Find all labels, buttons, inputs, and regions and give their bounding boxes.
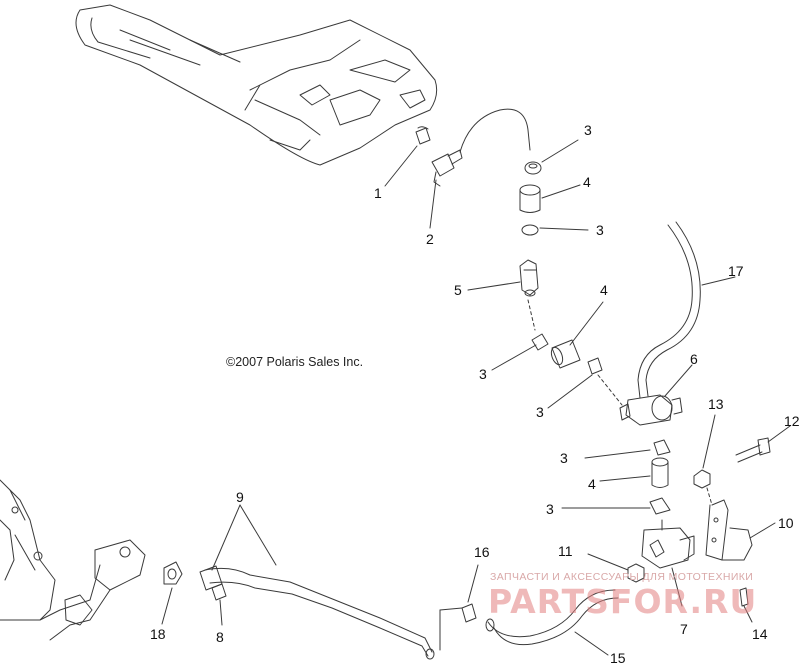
callout-16: 16 <box>474 544 490 560</box>
callout-7: 7 <box>680 621 688 637</box>
part-4-hose-mid <box>550 339 581 369</box>
callout-18: 18 <box>150 626 166 642</box>
part-12-bolt <box>735 437 771 463</box>
callout-1: 1 <box>374 185 382 201</box>
part-5-valve <box>519 259 539 297</box>
callout-6: 6 <box>690 351 698 367</box>
part-18-nut <box>163 561 183 585</box>
part-3-clamp-right <box>587 357 603 375</box>
callout-15: 15 <box>610 650 626 666</box>
watermark-brand: PARTSFOR.RU <box>488 582 758 621</box>
callout-11: 11 <box>558 543 573 559</box>
engine-drawing <box>0 479 146 641</box>
part-3-clamp-left <box>531 333 549 351</box>
callout-3-bottom: 3 <box>546 501 554 517</box>
callout-3-mid: 3 <box>596 222 604 238</box>
part-4-hose-top <box>519 184 541 213</box>
part-13-nut <box>693 469 711 489</box>
callout-9: 9 <box>236 489 244 505</box>
callout-5: 5 <box>454 282 462 298</box>
part-7-solenoid <box>641 519 695 569</box>
part-3-clamp-bottom <box>649 497 671 515</box>
part-3-clamp-lower <box>653 439 671 456</box>
part-3-clamp-top <box>524 161 542 175</box>
copyright-text: ©2007 Polaris Sales Inc. <box>226 355 364 369</box>
part-17-hose <box>637 224 693 399</box>
callout-14: 14 <box>752 626 768 642</box>
part-16-clamp <box>461 603 477 623</box>
callout-4-mid: 4 <box>600 282 608 298</box>
callout-4-lower: 4 <box>588 476 596 492</box>
fuel-tank-drawing <box>75 4 438 166</box>
part-1-grommet <box>415 126 431 145</box>
part-3-clamp-mid <box>521 224 539 236</box>
part-14-bolt <box>739 587 749 607</box>
watermark-tagline: ЗАПЧАСТИ И АКСЕССУАРЫ ДЛЯ МОТОТЕХНИКИ <box>490 571 754 583</box>
part-6-valve <box>619 394 683 426</box>
callout-3-right: 3 <box>536 404 544 420</box>
callout-3-left: 3 <box>479 366 487 382</box>
part-4-hose-lower <box>651 457 669 488</box>
callout-4-top: 4 <box>583 174 591 190</box>
callout-3-lower: 3 <box>560 450 568 466</box>
callout-12: 12 <box>784 413 800 429</box>
part-2-fitting <box>431 149 463 187</box>
part-11-nut <box>627 563 645 583</box>
part-10-bracket <box>705 499 753 561</box>
callout-10: 10 <box>778 515 794 531</box>
callout-13: 13 <box>708 396 724 412</box>
part-8-clamp <box>211 583 227 601</box>
part-15-hose <box>485 589 619 646</box>
callout-3-top: 3 <box>584 122 592 138</box>
callout-2: 2 <box>426 231 434 247</box>
part-9-fuel-line <box>199 565 435 660</box>
callout-8: 8 <box>216 629 224 645</box>
callout-17: 17 <box>728 263 744 279</box>
